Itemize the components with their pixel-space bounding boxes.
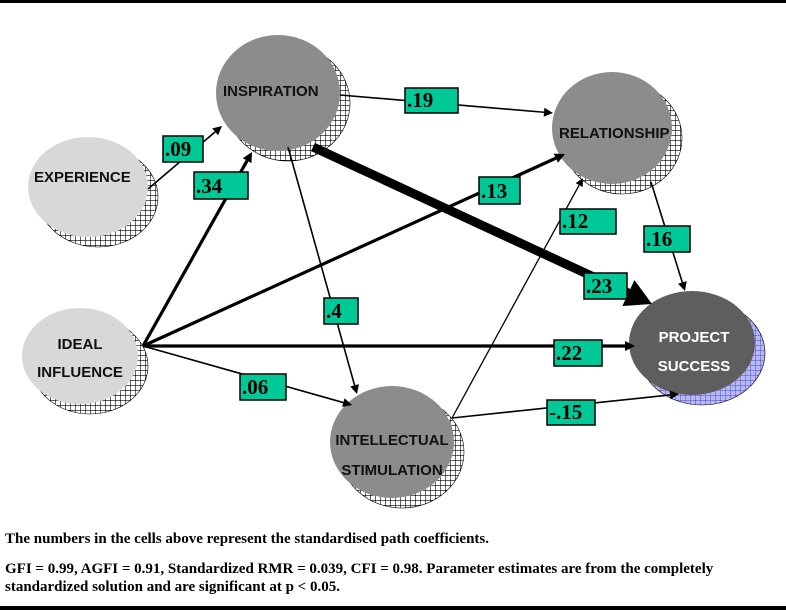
coefficient-value: .12 xyxy=(562,209,588,233)
coefficient-value: .4 xyxy=(326,299,342,323)
node-project-success: PROJECT SUCCESS xyxy=(629,291,755,395)
coefficient-value: .06 xyxy=(242,375,268,399)
coefficient-cell xyxy=(323,297,359,325)
coefficient-box: .09 xyxy=(162,135,204,163)
coefficient-cell xyxy=(478,176,521,205)
coefficient-box: .13 xyxy=(478,176,521,205)
arrow-line xyxy=(451,184,580,419)
coefficient-box: .06 xyxy=(239,373,287,401)
node-label: INTELLECTUAL xyxy=(335,432,448,449)
coefficient-cell xyxy=(643,225,691,253)
path-inspiration-to-intellectual-stimulation xyxy=(287,146,359,394)
arrow-head xyxy=(575,178,583,187)
coefficient-value: .13 xyxy=(481,179,507,203)
arrow-head xyxy=(622,280,652,307)
node-label: PROJECT xyxy=(659,329,730,346)
coefficient-box: .19 xyxy=(404,87,459,114)
coefficient-box: .16 xyxy=(643,225,691,253)
coefficient-cell xyxy=(583,272,628,300)
node-ideal-influence: IDEAL INFLUENCE xyxy=(22,308,138,404)
coefficient-value: .23 xyxy=(586,274,612,298)
coefficient-value: .22 xyxy=(556,341,582,365)
coefficient-cell xyxy=(559,208,617,235)
path-intellectual-stimulation-to-relationship xyxy=(451,178,583,419)
node-ellipse xyxy=(330,386,454,498)
node-label: EXPERIENCE xyxy=(34,169,131,186)
coefficient-box: -.15 xyxy=(546,399,596,426)
caption-fit-statistics: GFI = 0.99, AGFI = 0.91, Standardized RM… xyxy=(5,561,714,595)
arrow-head xyxy=(543,107,553,117)
coefficient-box: .22 xyxy=(553,339,603,367)
arrow-head xyxy=(625,341,635,351)
coefficient-cell xyxy=(546,399,596,426)
coefficient-box: .23 xyxy=(583,272,628,300)
arrow-head xyxy=(342,398,352,407)
node-label: INFLUENCE xyxy=(37,364,123,381)
node-label: INSPIRATION xyxy=(223,83,319,100)
path-inspiration-to-project-success xyxy=(311,142,652,307)
node-relationship: RELATIONSHIP xyxy=(552,72,672,184)
coefficient-cell xyxy=(193,171,249,200)
coefficient-value: .09 xyxy=(165,137,191,161)
arrow-head xyxy=(212,126,222,136)
path-diagram: EXPERIENCE INSPIRATION RELATIONSHIP IDEAL IN… xyxy=(22,35,766,509)
node-ellipse xyxy=(552,72,672,184)
coefficient-cell xyxy=(553,339,603,367)
node-ellipse xyxy=(28,137,148,237)
node-intellectual-stimulation: INTELLECTUAL STIMULATION xyxy=(330,386,454,498)
node-ellipse xyxy=(216,35,340,151)
node-ellipse xyxy=(22,308,138,404)
arrow-head xyxy=(669,390,679,400)
arrow-head xyxy=(553,153,565,163)
coefficient-value: .34 xyxy=(196,174,223,198)
path-ideal-influence-to-project-success xyxy=(143,341,635,351)
arrow-head xyxy=(242,152,252,164)
coefficient-box: .12 xyxy=(559,208,617,235)
node-label: SUCCESS xyxy=(658,358,731,375)
node-label: STIMULATION xyxy=(341,462,442,479)
coefficient-cell xyxy=(404,87,459,114)
node-experience: EXPERIENCE xyxy=(28,137,148,237)
node-ellipse xyxy=(629,291,755,395)
arrow-line xyxy=(311,142,631,298)
node-inspiration: INSPIRATION xyxy=(216,35,340,151)
caption-coefficients-note: The numbers in the cells above represent… xyxy=(5,531,490,547)
coefficient-value: -.15 xyxy=(549,400,582,424)
arrow-line xyxy=(287,146,356,386)
coefficient-value: .19 xyxy=(407,88,433,112)
arrow-head xyxy=(350,384,359,394)
coefficient-box: .4 xyxy=(323,297,359,325)
node-label: RELATIONSHIP xyxy=(559,125,670,142)
coefficient-cell xyxy=(239,373,287,401)
node-label: IDEAL xyxy=(58,336,103,353)
coefficient-value: .16 xyxy=(646,227,672,251)
arrow-head xyxy=(678,281,687,291)
coefficient-cell xyxy=(162,135,204,163)
coefficient-box: .34 xyxy=(193,171,249,200)
